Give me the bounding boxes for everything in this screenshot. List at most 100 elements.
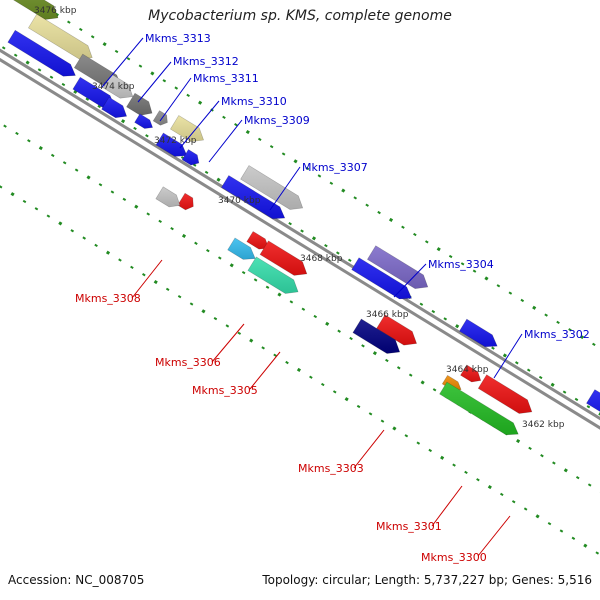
feature-layer bbox=[7, 0, 600, 436]
axis-tick bbox=[401, 225, 405, 229]
kbp-tick-label: 3468 kbp bbox=[300, 254, 343, 264]
gene-mkms-3310-shade bbox=[156, 132, 187, 157]
axis-tick bbox=[428, 448, 433, 453]
axis-tick bbox=[528, 446, 532, 450]
axis-tick bbox=[222, 115, 226, 119]
gene-label-mkms-3310-leader bbox=[179, 100, 220, 149]
axis-tick bbox=[46, 214, 51, 218]
gene-label-mkms-3301: Mkms_3301 bbox=[376, 520, 442, 533]
axis-tick bbox=[216, 177, 221, 182]
axis-tick bbox=[538, 375, 543, 380]
axis-tick bbox=[94, 243, 98, 248]
axis-tick bbox=[321, 382, 325, 387]
axis-tick bbox=[133, 126, 137, 131]
axis-tick bbox=[372, 351, 377, 356]
axis-tick bbox=[443, 317, 448, 321]
axis-tick bbox=[218, 256, 222, 260]
axis-tick bbox=[349, 336, 353, 341]
axis-tick bbox=[353, 196, 358, 200]
axis-tick bbox=[249, 338, 254, 343]
axis-tick bbox=[571, 536, 576, 540]
axis-tick bbox=[404, 434, 409, 438]
axis-tick bbox=[563, 468, 568, 473]
axis-tick bbox=[575, 476, 580, 480]
gene-mkms-3308-red bbox=[177, 192, 194, 211]
axis-tick bbox=[436, 247, 441, 252]
gene-mkms-3312-shade bbox=[72, 77, 115, 108]
axis-tick bbox=[305, 166, 310, 171]
axis-tick bbox=[192, 163, 197, 167]
gene-mkms-3306 bbox=[227, 237, 256, 260]
gene-mkms-3303 bbox=[352, 318, 401, 354]
gene-mkms-3301-red-shade bbox=[460, 364, 481, 382]
axis-tick bbox=[3, 124, 7, 128]
axis-tick bbox=[592, 342, 596, 347]
axis-tick bbox=[556, 320, 560, 325]
axis-tick bbox=[105, 250, 111, 255]
topology-label: Topology: bbox=[262, 573, 319, 587]
axis-tick bbox=[204, 170, 209, 175]
axis-tick bbox=[455, 324, 460, 329]
axis-tick bbox=[396, 366, 401, 370]
gene-label-mkms-3303: Mkms_3303 bbox=[298, 462, 364, 475]
axis-tick bbox=[62, 161, 67, 165]
gene-label-mkms-3303-leader bbox=[353, 429, 385, 469]
axis-tick bbox=[293, 159, 298, 164]
axis-tick bbox=[317, 174, 322, 178]
gene-label-mkms-3302: Mkms_3302 bbox=[524, 328, 590, 341]
axis-tick bbox=[377, 210, 381, 215]
axis-tick bbox=[341, 188, 346, 193]
axis-tick bbox=[126, 57, 131, 61]
feature-yellow-2 bbox=[170, 115, 204, 142]
axis-tick bbox=[472, 269, 477, 273]
axis-tick bbox=[574, 397, 579, 402]
axis-tick bbox=[499, 492, 504, 497]
gene-mkms-3308-red-shade bbox=[177, 193, 194, 210]
kbp-tick-label: 3470 kbp bbox=[218, 196, 261, 206]
axis-tick bbox=[146, 212, 151, 216]
axis-tick bbox=[67, 20, 71, 24]
axis-tick bbox=[419, 302, 424, 306]
axis-tick bbox=[73, 89, 78, 94]
gene-mkms-3311 bbox=[101, 96, 128, 118]
gene-mkms-3307 bbox=[221, 175, 286, 220]
axis-tick bbox=[431, 309, 436, 314]
feature-gray-4-shade bbox=[153, 110, 168, 126]
accession-value: NC_008705 bbox=[75, 573, 145, 587]
axis-tick bbox=[281, 152, 286, 156]
gene-mkms-3308 bbox=[155, 186, 181, 208]
axis-tick bbox=[511, 500, 516, 504]
axis-tick bbox=[496, 284, 501, 288]
axis-tick bbox=[523, 507, 528, 511]
feature-gray-4 bbox=[152, 110, 168, 126]
axis-tick bbox=[311, 236, 317, 241]
axis-tick bbox=[162, 79, 167, 83]
axis-tick bbox=[253, 278, 258, 282]
axis-tick bbox=[487, 484, 492, 490]
gene-mkms-3313-shade bbox=[7, 30, 76, 77]
length-label: Length: bbox=[374, 573, 421, 587]
axis-tick bbox=[234, 123, 238, 127]
gene-mkms-3309 bbox=[181, 149, 200, 166]
axis-tick bbox=[177, 295, 182, 299]
axis-tick bbox=[380, 419, 385, 423]
gene-mkms-3306-shade bbox=[227, 237, 256, 260]
axis-tick bbox=[134, 204, 139, 209]
axis-tick bbox=[329, 181, 334, 185]
axis-tick bbox=[552, 461, 556, 465]
gene-mkms-3302-shade bbox=[459, 319, 498, 347]
axis-tick bbox=[562, 390, 567, 394]
axis-tick bbox=[300, 229, 304, 233]
axis-tick bbox=[241, 270, 246, 275]
backbone-line bbox=[0, 57, 600, 430]
feature-yellow-2-shade bbox=[170, 115, 204, 142]
axis-tick bbox=[365, 203, 369, 207]
gene-mkms-3300-shade bbox=[439, 382, 519, 435]
axis-tick bbox=[296, 367, 302, 372]
axis-tick bbox=[425, 240, 429, 244]
axis-tick bbox=[559, 529, 564, 533]
axis-tick bbox=[142, 273, 146, 277]
gene-mkms-3313 bbox=[7, 29, 76, 77]
axis-tick bbox=[170, 227, 174, 231]
